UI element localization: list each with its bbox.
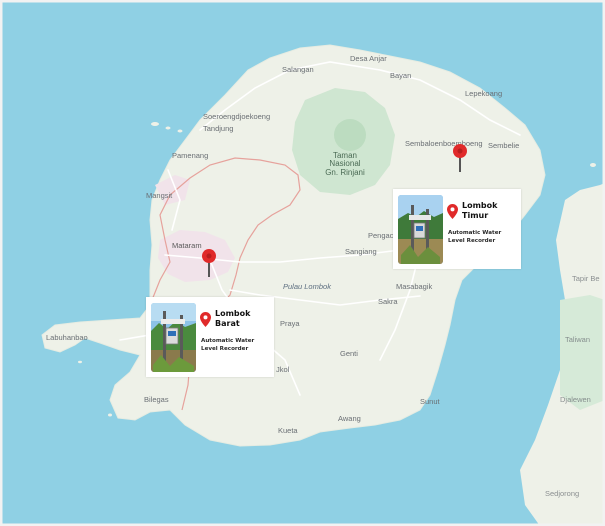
place-label: Bayan bbox=[390, 71, 412, 80]
place-label: Taliwan bbox=[565, 335, 591, 344]
place-label: Tapir Be bbox=[572, 274, 600, 283]
station-photo bbox=[151, 303, 196, 372]
map-pin-icon bbox=[200, 312, 211, 327]
place-label: Sembaloenboemboeng bbox=[405, 139, 483, 148]
marker-card-lombok-barat[interactable]: Lombok Barat Automatic Water Level Recor… bbox=[146, 297, 274, 377]
place-label: Jkol bbox=[276, 365, 290, 374]
island-label: Pulau Lombok bbox=[283, 282, 331, 291]
map-pin-icon bbox=[447, 204, 458, 219]
place-label: Lepekoang bbox=[465, 89, 503, 98]
map-pin-icon[interactable] bbox=[201, 248, 217, 278]
city-label: Mataram bbox=[172, 241, 202, 250]
place-label: Praya bbox=[280, 319, 300, 328]
park-label: Taman Nasional Gn. Rinjani bbox=[325, 151, 365, 177]
place-label: Genti bbox=[340, 349, 358, 358]
place-label: Masabagik bbox=[396, 282, 433, 291]
map-pin-icon[interactable] bbox=[452, 143, 468, 173]
place-label: Pengac bbox=[368, 231, 394, 240]
place-label: Pamenang bbox=[172, 151, 209, 160]
place-label: Djalewen bbox=[560, 395, 591, 404]
marker-subtitle: Automatic Water Level Recorder bbox=[448, 230, 502, 244]
place-label: Soeroengdjoekoeng bbox=[203, 112, 271, 121]
place-label: Desa Anjar bbox=[350, 54, 387, 63]
sumbawa-forest bbox=[560, 295, 605, 410]
marker-subtitle: Automatic Water Level Recorder bbox=[201, 338, 255, 352]
place-label: Tandjung bbox=[203, 124, 234, 133]
place-label: Sakra bbox=[378, 297, 398, 306]
place-label: Sedjorong bbox=[545, 489, 580, 498]
place-label: Awang bbox=[338, 414, 361, 423]
place-label: Sunut bbox=[420, 397, 440, 406]
islets bbox=[78, 122, 600, 417]
rinjani-crater bbox=[334, 119, 366, 151]
sumbawa-island bbox=[520, 183, 605, 526]
place-label: Mangsit bbox=[146, 191, 173, 200]
station-photo bbox=[398, 195, 443, 264]
place-label: Sangiang bbox=[345, 247, 377, 256]
mataram-urban bbox=[158, 230, 235, 282]
marker-card-lombok-timur[interactable]: Lombok Timur Automatic Water Level Recor… bbox=[393, 189, 521, 269]
urban-area-2 bbox=[155, 175, 190, 205]
place-label: Kueta bbox=[278, 426, 298, 435]
place-label: Bilegas bbox=[144, 395, 169, 404]
place-label: Labuhanbao bbox=[46, 333, 88, 342]
place-label: Salangan bbox=[282, 65, 314, 74]
marker-title: Lombok Timur bbox=[462, 201, 498, 220]
place-label: Sembelie bbox=[488, 141, 520, 150]
marker-title: Lombok Barat bbox=[215, 309, 251, 328]
